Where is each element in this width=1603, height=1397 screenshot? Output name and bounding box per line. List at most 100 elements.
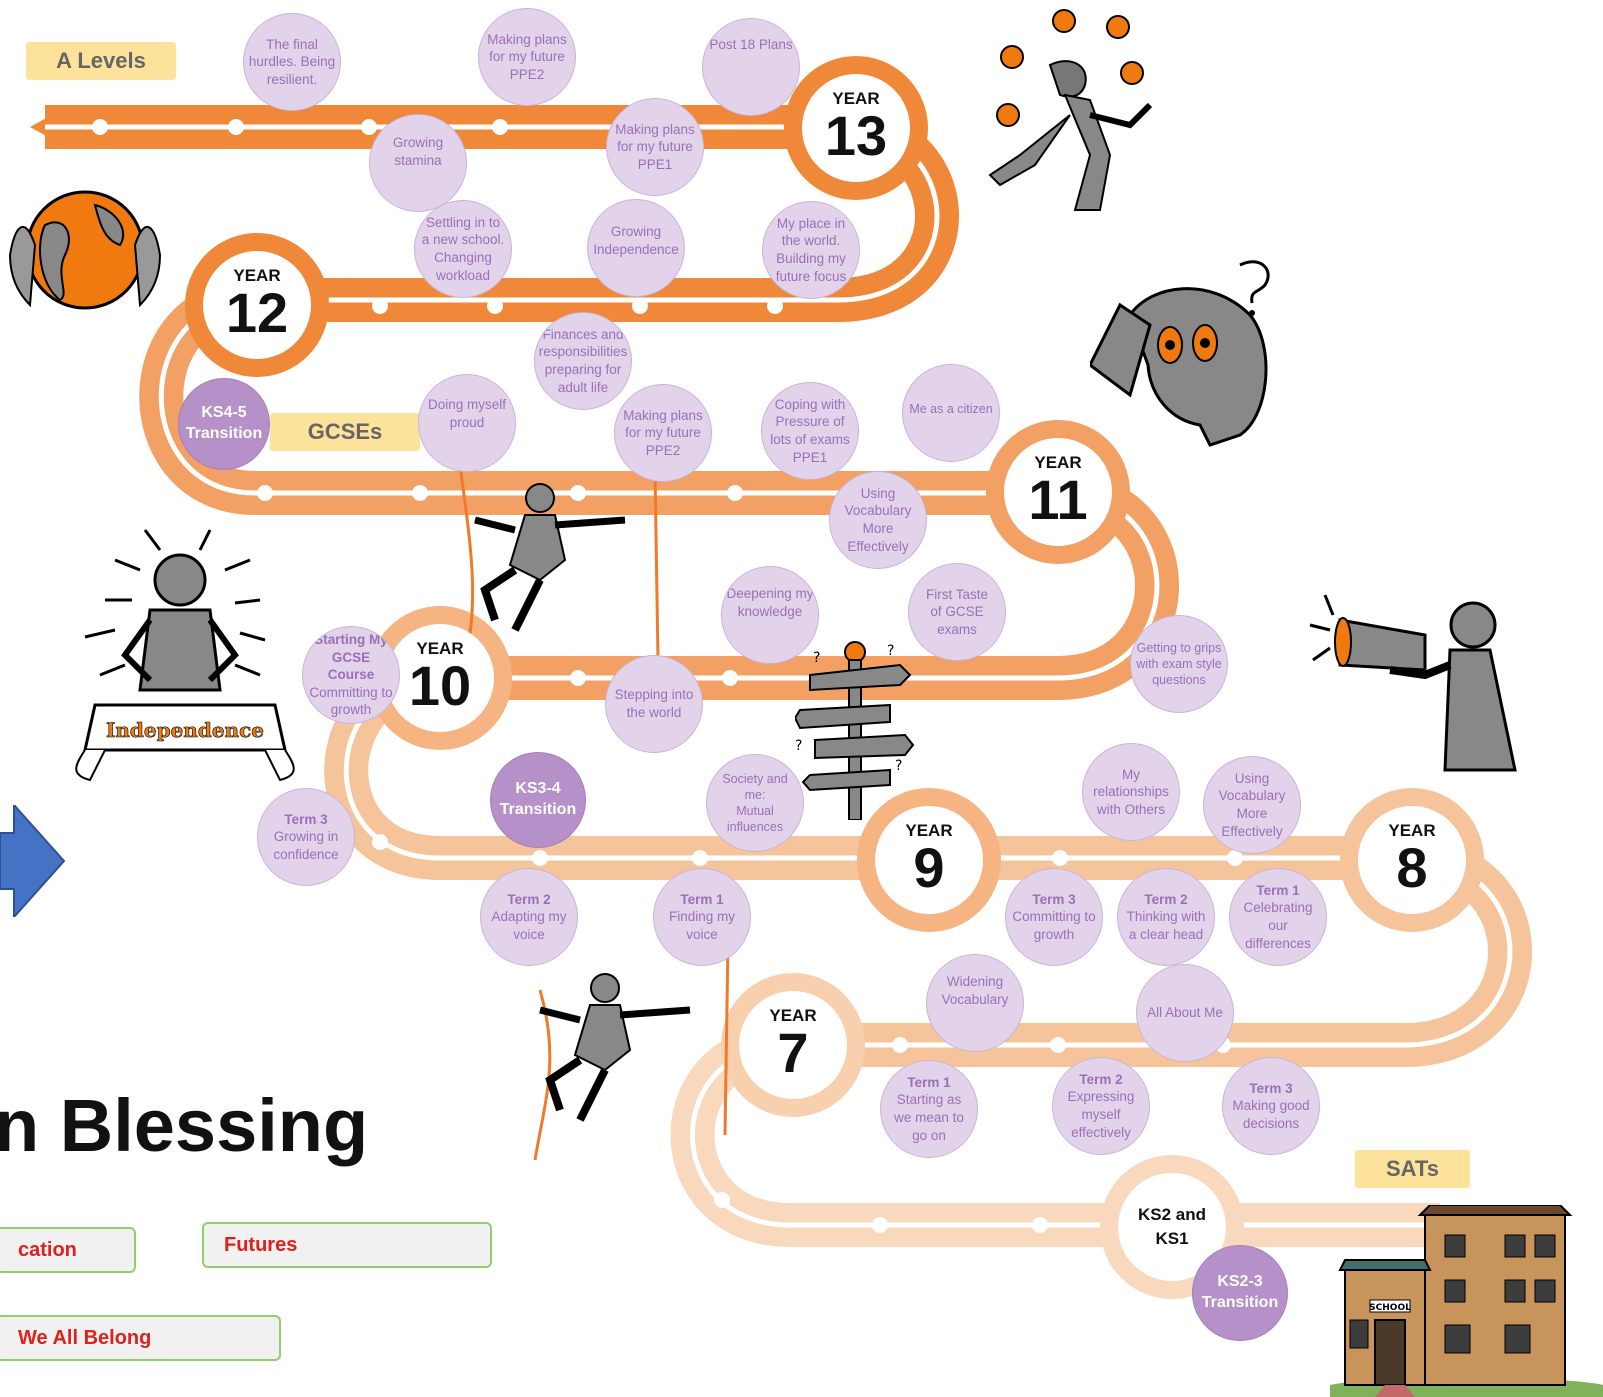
- transition-ks2-3[interactable]: KS2-3 Transition: [1192, 1245, 1288, 1341]
- bubble-term2-expressing-body: Expressing myself effectively: [1067, 1089, 1135, 1140]
- page-heading: n Blessing: [0, 1084, 369, 1167]
- independence-banner-text: Independence: [106, 718, 264, 742]
- bubble-doing-proud-text: Doing myself proud: [427, 397, 507, 430]
- bubble-vocab-y11-text: Using Vocabulary More Effectively: [844, 485, 912, 554]
- bubble-all-about-me-text: All About Me: [1147, 1005, 1223, 1021]
- bubble-my-place-text: My place in the world. Building my futur…: [775, 215, 847, 284]
- bubble-vocab-y8-text: Using Vocabulary More Effectively: [1218, 770, 1286, 839]
- bubble-plans-ppe2-mid[interactable]: Making plans for my future PPE2: [614, 384, 712, 482]
- sats-tag: SATs: [1355, 1150, 1470, 1188]
- bubble-getting-to-grips[interactable]: Getting to grips with exam style questio…: [1130, 615, 1228, 713]
- bubble-settling-in-text: Settling in to a new school. Changing wo…: [421, 214, 505, 283]
- bubble-growing-stamina-text: Growing stamina: [392, 135, 444, 168]
- bubble-term3-confidence-body: Growing in confidence: [273, 829, 339, 862]
- bubble-plans-ppe2-top-text: Making plans for my future PPE2: [487, 31, 567, 82]
- bubble-starting-gcse-body: Committing to growth: [309, 684, 393, 718]
- bubble-finances[interactable]: Finances and responsibilities preparing …: [534, 312, 632, 410]
- bubble-term3-committing[interactable]: Term 3 Committing to growth: [1005, 868, 1103, 966]
- bubble-widening[interactable]: Widening Vocabulary: [926, 954, 1024, 1052]
- bubble-term2-adapting-body: Adapting my voice: [491, 909, 567, 942]
- bubble-term3-committing-body: Committing to growth: [1012, 909, 1096, 942]
- bubble-term3-making-body: Making good decisions: [1232, 1098, 1310, 1131]
- bubble-plans-ppe1[interactable]: Making plans for my future PPE1: [606, 98, 704, 196]
- bubble-plans-ppe2-top[interactable]: Making plans for my future PPE2: [478, 8, 576, 106]
- bubble-term2-expressing-title: Term 2: [1079, 1071, 1123, 1087]
- bubble-term3-committing-title: Term 3: [1032, 891, 1076, 907]
- bubble-citizen-text: Me as a citizen: [909, 401, 993, 416]
- bubble-society-text: Society and me: Mutual influences: [722, 771, 788, 835]
- signpost-illustration: ? ? ? ?: [795, 641, 915, 820]
- year-7-word: YEAR: [769, 1006, 817, 1026]
- bubble-term2-expressing[interactable]: Term 2 Expressing myself effectively: [1052, 1057, 1150, 1155]
- bubble-starting-gcse-title: Starting My GCSE Course: [314, 632, 388, 683]
- bubble-relationships[interactable]: My relationships with Others: [1082, 743, 1180, 841]
- bubble-society[interactable]: Society and me: Mutual influences: [706, 754, 804, 852]
- bubble-getting-to-grips-text: Getting to grips with exam style questio…: [1136, 640, 1222, 688]
- year-9-number: 9: [913, 836, 945, 900]
- bubble-post18[interactable]: Post 18 Plans: [702, 18, 800, 116]
- bubble-first-taste-text: First Taste of GCSE exams: [925, 586, 988, 637]
- svg-text:?: ?: [795, 738, 802, 754]
- bubble-coping-text: Coping with Pressure of lots of exams PP…: [770, 396, 850, 465]
- year-8-number: 8: [1396, 836, 1428, 900]
- bubble-stepping-text: Stepping into the world: [614, 687, 694, 720]
- bubble-my-place[interactable]: My place in the world. Building my futur…: [762, 201, 860, 299]
- bubble-deepening-text: Deepening my knowledge: [726, 586, 814, 619]
- bubble-term1-celebrating-title: Term 1: [1256, 882, 1300, 898]
- bubble-term1-finding-body: Finding my voice: [668, 909, 736, 942]
- bubble-term2-thinking-title: Term 2: [1144, 891, 1188, 907]
- bubble-growing-independence-text: Growing Independence: [593, 224, 679, 257]
- bubble-first-taste[interactable]: First Taste of GCSE exams: [908, 563, 1006, 661]
- bubble-finances-text: Finances and responsibilities preparing …: [538, 326, 628, 395]
- bubble-deepening[interactable]: Deepening my knowledge: [721, 566, 819, 664]
- nav-futures-button[interactable]: Futures: [202, 1222, 492, 1268]
- bubble-relationships-text: My relationships with Others: [1093, 766, 1169, 817]
- next-arrow-icon[interactable]: [0, 805, 66, 917]
- bubble-post18-text: Post 18 Plans: [709, 37, 793, 53]
- bubble-growing-stamina[interactable]: Growing stamina: [369, 114, 467, 212]
- megaphone-person-illustration: [1309, 594, 1517, 772]
- bubble-final-hurdles[interactable]: The final hurdles. Being resilient.: [243, 13, 341, 111]
- bubble-term3-making[interactable]: Term 3 Making good decisions: [1222, 1057, 1320, 1155]
- svg-text:?: ?: [813, 650, 820, 666]
- transition-ks3-4[interactable]: KS3-4 Transition: [490, 752, 586, 848]
- bubble-stepping[interactable]: Stepping into the world: [605, 655, 703, 753]
- globe-illustration: [8, 190, 162, 310]
- bubble-coping[interactable]: Coping with Pressure of lots of exams PP…: [761, 382, 859, 480]
- year-13-number: 13: [824, 104, 888, 168]
- year-11-number: 11: [1028, 468, 1088, 532]
- nav-cation-button[interactable]: cation: [0, 1227, 136, 1273]
- bubble-vocab-y11[interactable]: Using Vocabulary More Effectively: [829, 471, 927, 569]
- juggler-illustration: [988, 9, 1153, 211]
- bubble-term2-thinking[interactable]: Term 2 Thinking with a clear head: [1117, 868, 1215, 966]
- bubble-final-hurdles-text: The final hurdles. Being resilient.: [248, 36, 336, 87]
- bubble-settling-in[interactable]: Settling in to a new school. Changing wo…: [414, 200, 512, 298]
- bubble-term2-thinking-body: Thinking with a clear head: [1126, 909, 1206, 942]
- bubble-growing-independence[interactable]: Growing Independence: [587, 199, 685, 297]
- school-sign-text: SCHOOL: [1369, 1303, 1411, 1313]
- bubble-citizen[interactable]: Me as a citizen: [902, 364, 1000, 462]
- year-10-word: YEAR: [416, 639, 464, 659]
- transition-ks4-5-label: KS4-5 Transition: [185, 404, 263, 442]
- bubble-widening-text: Widening Vocabulary: [941, 974, 1009, 1007]
- year-8-word: YEAR: [1388, 821, 1436, 841]
- bubble-vocab-y8[interactable]: Using Vocabulary More Effectively: [1203, 756, 1301, 854]
- year-11-word: YEAR: [1034, 453, 1082, 473]
- bubble-doing-proud[interactable]: Doing myself proud: [418, 374, 516, 472]
- bubble-all-about-me[interactable]: All About Me: [1136, 964, 1234, 1062]
- bubble-term3-making-title: Term 3: [1249, 1080, 1293, 1096]
- ks2-ks1-label: KS2 and KS1: [1137, 1205, 1207, 1248]
- transition-ks4-5[interactable]: KS4-5 Transition: [178, 378, 270, 470]
- climber-illustration-top: [474, 483, 626, 632]
- bubble-term1-starting-body: Starting as we mean to go on: [894, 1092, 964, 1143]
- nav-we-all-belong-button[interactable]: We All Belong: [0, 1315, 281, 1361]
